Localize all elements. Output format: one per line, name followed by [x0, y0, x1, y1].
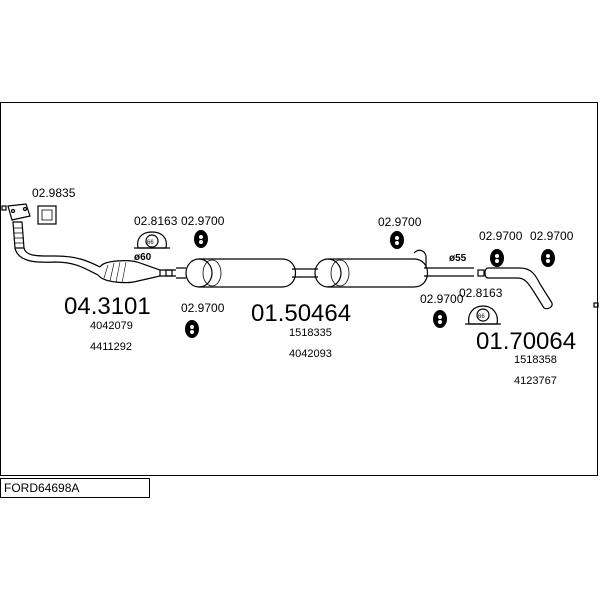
rubber-mount-label-2: 02.9700 [181, 301, 225, 315]
rear-silencer-ref-2: 4123767 [514, 375, 557, 387]
clamp-left-label: 02.8163 [134, 214, 178, 228]
middle-silencer-number: 01.50464 [251, 300, 352, 327]
rubber-mount-label-4: 02.9700 [420, 292, 464, 306]
joint-ring-left [165, 269, 173, 277]
rear-pipe [484, 267, 553, 310]
joint-ring-right [477, 269, 485, 277]
middle-silencer-ref-2: 4042093 [289, 348, 332, 360]
rubber-mount-label-6: 02.9700 [530, 229, 574, 243]
front-pipe-flange [7, 203, 31, 221]
rear-silencer-ref-1: 1518358 [514, 354, 557, 366]
rear-silencer-number: 01.70064 [476, 328, 577, 355]
clamp-right-label: 02.8163 [459, 286, 503, 300]
diameter-left: ø60 [134, 252, 152, 263]
gasket-label: 02.9835 [32, 186, 76, 200]
rubber-mount-label-3: 02.9700 [378, 215, 422, 229]
frame-marker-right [593, 302, 599, 308]
front-pipe-ref-2: 4411292 [90, 341, 133, 353]
clamp-left-size: 66 [147, 240, 154, 246]
middle-silencer [176, 249, 474, 288]
rubber-mounts [185, 230, 555, 338]
middle-silencer-ref-1: 1518335 [289, 327, 332, 339]
clamp-right-size: 66 [478, 314, 485, 320]
flex-pipe [12, 221, 25, 249]
rubber-mount-label-1: 02.9700 [181, 214, 225, 228]
front-pipe [14, 247, 176, 284]
front-pipe-number: 04.3101 [64, 293, 151, 320]
assembly-code: FORD64698A [4, 481, 80, 495]
clamp-left-part [134, 231, 170, 249]
clamp-right-part [465, 305, 501, 325]
diameter-right: ø55 [449, 253, 467, 264]
frame-marker [1, 205, 7, 211]
assembly-code-box: FORD64698A [0, 478, 150, 498]
diagram-frame [0, 102, 598, 476]
front-pipe-ref-1: 4042079 [90, 320, 133, 332]
gasket-part [37, 205, 57, 225]
rubber-mount-label-5: 02.9700 [479, 229, 523, 243]
